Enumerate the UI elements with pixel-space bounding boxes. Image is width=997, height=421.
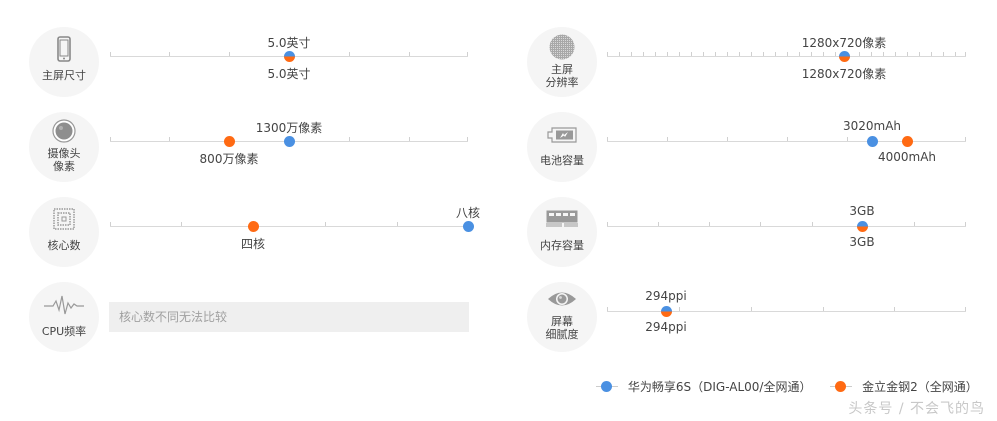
- cores-marker-a: [462, 221, 474, 232]
- memory-label: 内存容量: [540, 239, 584, 252]
- memory-track: 3GB 3GB: [607, 204, 966, 249]
- resolution-icon-badge: 主屏 分辨率: [527, 27, 597, 97]
- cores-track: 八核 四核: [110, 206, 480, 251]
- memory-icon-badge: 内存容量: [527, 197, 597, 267]
- battery-label: 电池容量: [540, 154, 584, 167]
- camera-icon-badge: 摄像头 像素: [29, 112, 99, 182]
- cores-icon-badge: 核心数: [29, 197, 99, 267]
- screen-size-label: 主屏尺寸: [42, 69, 86, 82]
- screen-grid-icon: [549, 34, 575, 60]
- screen-size-value-a: 5.0英寸: [267, 36, 311, 50]
- memory-marker: [856, 221, 868, 232]
- legend-item-huawei: 华为畅享6S（DIG-AL00/全网通）: [596, 378, 812, 395]
- resolution-value-b: 1280x720像素: [801, 67, 887, 81]
- cores-value-b: 四核: [240, 237, 266, 251]
- ppi-marker: [660, 306, 672, 317]
- screen-size-marker: [283, 51, 295, 62]
- phone-icon: [57, 36, 71, 62]
- battery-icon: [547, 127, 577, 143]
- cpu-freq-no-compare-note: 核心数不同无法比较: [109, 302, 469, 332]
- battery-track: 3020mAh 4000mAh: [607, 119, 966, 164]
- cores-value-a: 八核: [455, 206, 481, 220]
- camera-value-a: 1300万像素: [255, 121, 323, 135]
- legend-label-huawei: 华为畅享6S（DIG-AL00/全网通）: [627, 380, 812, 394]
- camera-marker-b: [223, 136, 235, 147]
- ppi-icon-badge: 屏幕 细腻度: [527, 282, 597, 352]
- cores-label: 核心数: [47, 239, 81, 252]
- cores-marker-b: [247, 221, 259, 232]
- legend-item-gionee: 金立金钢2（全网通）: [830, 378, 978, 395]
- legend-marker-orange: [830, 381, 853, 392]
- camera-marker-a: [283, 136, 295, 147]
- screen-size-icon-badge: 主屏尺寸: [29, 27, 99, 97]
- legend: 华为畅享6S（DIG-AL00/全网通） 金立金钢2（全网通）: [596, 378, 997, 395]
- eye-icon: [548, 292, 576, 306]
- ppi-label: 屏幕 细腻度: [545, 315, 579, 341]
- battery-icon-badge: 电池容量: [527, 112, 597, 182]
- ppi-value-b: 294ppi: [645, 320, 687, 334]
- resolution-value-a: 1280x720像素: [801, 36, 887, 50]
- memory-value-b: 3GB: [849, 235, 875, 249]
- screen-size-value-b: 5.0英寸: [267, 67, 311, 81]
- waveform-icon: [44, 295, 84, 315]
- legend-marker-blue: [596, 381, 618, 392]
- resolution-marker: [838, 51, 850, 62]
- watermark: 头条号 / 不会飞的鸟: [848, 401, 985, 417]
- screen-size-track: 5.0英寸 5.0英寸: [110, 36, 468, 81]
- memory-value-a: 3GB: [849, 204, 875, 218]
- cpu-freq-label: CPU频率: [41, 325, 87, 338]
- camera-track: 1300万像素 800万像素: [110, 121, 468, 166]
- camera-value-b: 800万像素: [199, 152, 259, 166]
- legend-label-gionee: 金立金钢2（全网通）: [862, 380, 978, 394]
- battery-marker-a: [866, 136, 878, 147]
- ram-module-icon: [546, 210, 578, 227]
- camera-lens-icon: [52, 119, 76, 143]
- battery-value-b: 4000mAh: [877, 150, 937, 164]
- resolution-track: 1280x720像素 1280x720像素: [607, 36, 966, 81]
- cpu-chip-icon: [53, 208, 75, 230]
- cpu-freq-icon-badge: CPU频率: [29, 282, 99, 352]
- battery-value-a: 3020mAh: [842, 119, 902, 133]
- battery-marker-b: [901, 136, 913, 147]
- resolution-label: 主屏 分辨率: [545, 63, 579, 89]
- ppi-value-a: 294ppi: [645, 289, 687, 303]
- ppi-track: 294ppi 294ppi: [607, 289, 966, 334]
- camera-label: 摄像头 像素: [47, 147, 81, 173]
